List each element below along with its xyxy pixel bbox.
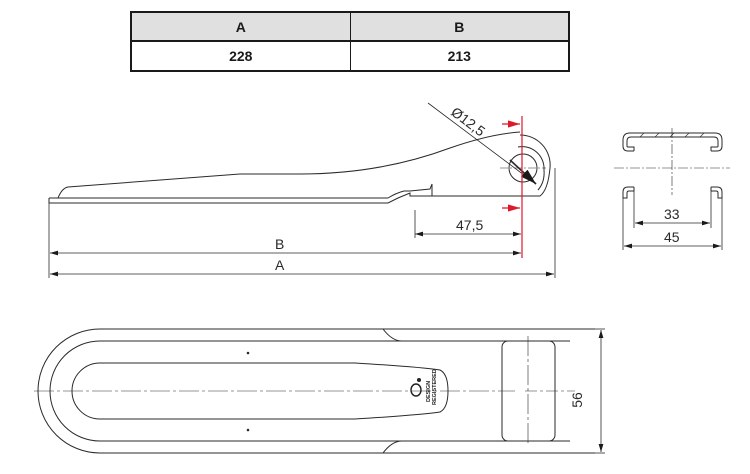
top-view-slot — [71, 362, 449, 420]
side-view-knuckle — [519, 134, 551, 197]
header-a: A — [130, 11, 351, 42]
logo-text-line2: REGISTERED — [432, 369, 438, 405]
top-view — [34, 328, 605, 454]
logo-icon — [410, 383, 422, 397]
side-view-base — [48, 192, 540, 204]
design-registered-logo: DESIGN REGISTERED — [410, 369, 438, 405]
end-view — [614, 128, 730, 250]
end-view-profile — [622, 132, 723, 152]
offset-label: 47,5 — [456, 217, 483, 233]
dim-b-label: B — [275, 236, 284, 252]
side-view — [48, 102, 556, 278]
value-b: 213 — [349, 40, 570, 72]
dimension-table: A B 228 213 — [130, 11, 570, 72]
inner-width-label: 33 — [664, 206, 680, 222]
header-b: B — [349, 11, 570, 42]
table-header-row: A B — [130, 11, 570, 42]
outer-width-label: 45 — [664, 229, 680, 245]
width-label: 56 — [569, 392, 585, 408]
value-a: 228 — [130, 40, 351, 72]
logo-text-line1: DESIGN — [426, 381, 432, 402]
diameter-label: Ø12,5 — [448, 104, 488, 140]
dim-a-label: A — [275, 257, 285, 273]
table-value-row: 228 213 — [130, 40, 570, 72]
side-view-top-profile — [57, 131, 521, 199]
